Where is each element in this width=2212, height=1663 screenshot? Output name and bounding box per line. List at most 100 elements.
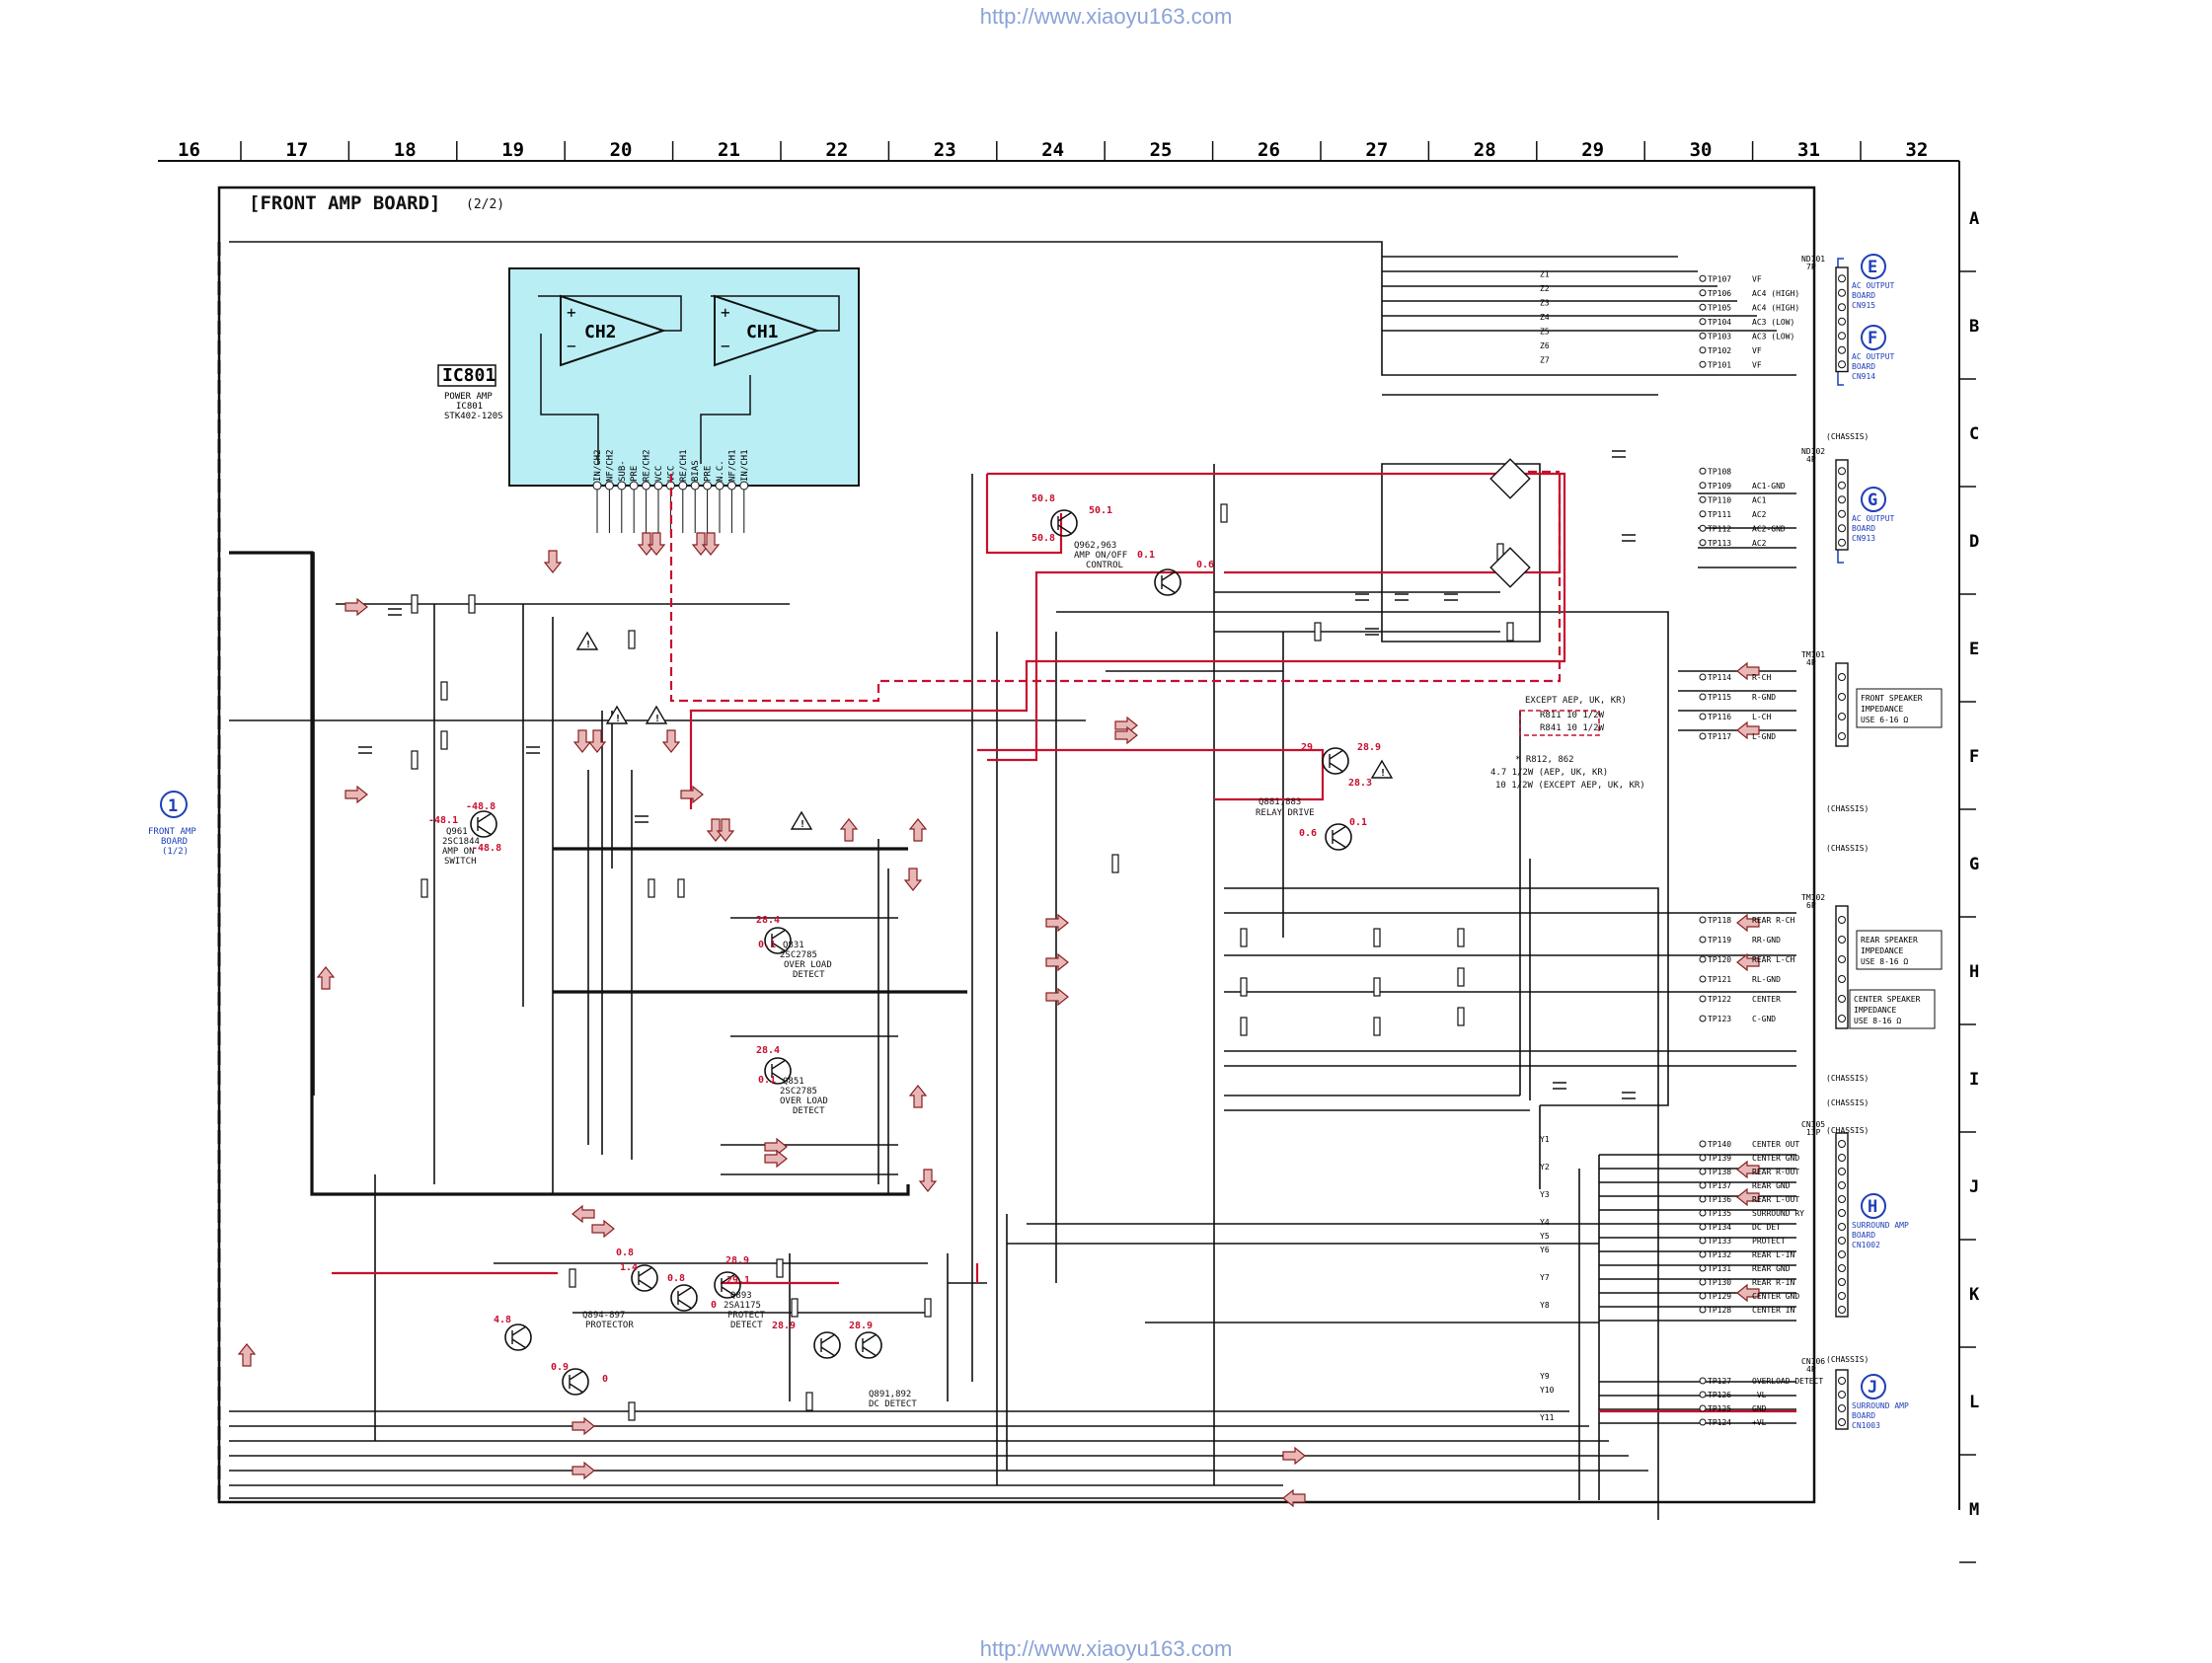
connector-pin — [1838, 1264, 1846, 1272]
svg-text:2SC2785: 2SC2785 — [780, 950, 817, 960]
connector-badge-f — [1861, 325, 1886, 350]
test-point-label: TP129 — [1708, 1292, 1731, 1301]
svg-text:Q881,883: Q881,883 — [1259, 797, 1301, 807]
resistor — [1457, 928, 1465, 947]
transistor-leads — [477, 812, 493, 836]
caution-icon — [1370, 759, 1394, 779]
net-label: Z3 — [1540, 298, 1550, 307]
ic-pin — [739, 481, 749, 491]
header-url[interactable]: http://www.xiaoyu163.com — [979, 4, 1233, 29]
net-label: Y5 — [1540, 1232, 1550, 1241]
connector-pin — [1838, 467, 1846, 476]
voltage-label: 0.1 — [1137, 550, 1155, 561]
svg-text:1: 1 — [168, 796, 178, 816]
test-point — [1699, 955, 1707, 963]
connector-pin — [1838, 916, 1846, 924]
pin-label: REAR GND — [1752, 1264, 1791, 1273]
connector-body — [1835, 1369, 1849, 1430]
ic-pin — [653, 481, 663, 491]
board-frame — [217, 186, 1816, 1504]
signal-arrow — [701, 532, 721, 556]
signal-arrows — [237, 532, 1760, 1508]
footer-url[interactable]: http://www.xiaoyu163.com — [979, 1636, 1233, 1661]
connector-pin — [1838, 1404, 1846, 1412]
column-number: 23 — [934, 139, 956, 161]
test-point-label: TP140 — [1708, 1140, 1731, 1149]
bridge-rectifier — [1489, 458, 1531, 499]
pin-label: VF — [1752, 274, 1762, 283]
pin-label: REAR R-IN — [1752, 1278, 1795, 1287]
transistor-leads — [677, 1286, 693, 1310]
pin-label: C-GND — [1752, 1015, 1776, 1023]
chassis-label: (CHASSIS) — [1826, 1355, 1869, 1364]
connector-pin — [1838, 345, 1846, 354]
speaker-note-box — [1856, 688, 1943, 728]
voltage-label: 0.8 — [667, 1273, 685, 1284]
caution-mark: ! — [800, 819, 805, 830]
svg-text:+: + — [567, 303, 576, 322]
test-point-label: TP112 — [1708, 524, 1731, 533]
signal-arrow — [1045, 987, 1069, 1007]
pin-label: L-CH — [1752, 713, 1771, 721]
test-point — [1699, 482, 1707, 490]
row-letter: K — [1969, 1285, 1980, 1305]
connector-pin — [1838, 1195, 1846, 1203]
connector-pin — [1838, 693, 1846, 701]
connector-pin — [1838, 1168, 1846, 1175]
voltage-label: 50.1 — [1089, 505, 1112, 516]
signal-arrow — [316, 966, 336, 990]
speaker-note-line: IMPEDANCE — [1854, 1006, 1897, 1015]
test-point — [1699, 1418, 1707, 1426]
signal-arrow — [572, 729, 592, 753]
test-point-label: TP105 — [1708, 303, 1731, 312]
connector-pin — [1838, 303, 1846, 312]
ic-pin — [690, 481, 700, 491]
connector-caption: BOARD — [1852, 1231, 1875, 1240]
test-point-label: TP106 — [1708, 289, 1731, 298]
connector-pincount: 7P — [1806, 263, 1816, 271]
connector-pin — [1838, 1223, 1846, 1231]
ic-pin-label: IN/CH1 — [740, 449, 750, 482]
connector-letter: E — [1868, 258, 1877, 277]
signal-arrow — [1736, 720, 1760, 740]
connector-pin — [1838, 1250, 1846, 1258]
connector-pin — [1838, 481, 1846, 490]
transistor — [1325, 823, 1352, 851]
row-letter: I — [1969, 1070, 1979, 1090]
connector-pin — [1838, 1391, 1846, 1398]
test-point-label: TP136 — [1708, 1195, 1731, 1204]
connector-badge-g — [1861, 487, 1886, 512]
net-label: Z5 — [1540, 327, 1550, 336]
signal-arrow — [1045, 913, 1069, 933]
signal-arrow — [764, 1137, 788, 1157]
signal-arrow — [572, 1461, 595, 1480]
resistor — [468, 594, 476, 614]
connector-pin — [1838, 1377, 1846, 1385]
capacitor — [1365, 628, 1379, 636]
pin-label: SURROUND RY — [1752, 1209, 1804, 1218]
connector-pincount: 4P — [1806, 455, 1816, 464]
pin-label: REAR L-CH — [1752, 955, 1795, 964]
pin-label: CENTER OUT — [1752, 1140, 1799, 1149]
resistor — [440, 730, 448, 750]
pin-label: VF — [1752, 346, 1762, 355]
test-point — [1699, 1181, 1707, 1189]
svg-text:Q894-897: Q894-897 — [582, 1311, 625, 1321]
column-number: 17 — [285, 139, 308, 161]
ic-pin — [703, 481, 713, 491]
chassis-label: (CHASSIS) — [1826, 432, 1869, 441]
voltage-label: 0.1 — [758, 940, 776, 950]
capacitor — [1395, 593, 1409, 601]
column-number: 16 — [178, 139, 200, 161]
ic801-desc: POWER AMP — [444, 392, 493, 402]
voltage-label: 28.9 — [1357, 742, 1381, 753]
transistor — [1322, 747, 1349, 775]
column-number: 19 — [501, 139, 524, 161]
test-point — [1699, 1404, 1707, 1412]
